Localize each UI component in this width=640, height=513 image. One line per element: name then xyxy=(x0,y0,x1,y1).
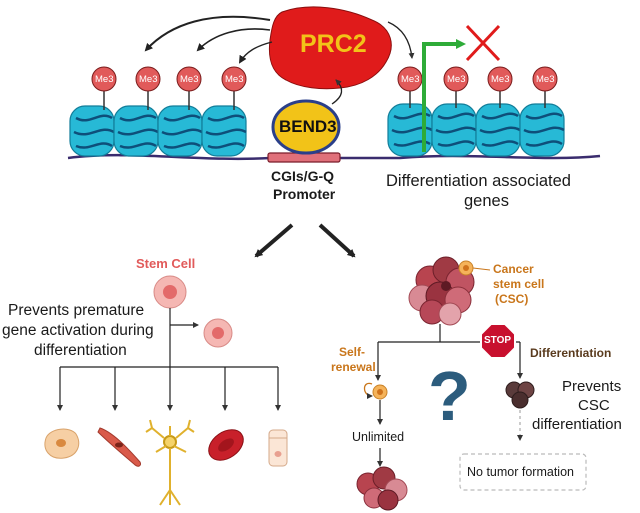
stem-cell-label: Stem Cell xyxy=(136,256,196,271)
cancer-label-line3: (CSC) xyxy=(495,292,529,306)
tumor-mass-icon xyxy=(408,256,475,326)
me3-label-right-1: Me3 xyxy=(401,74,420,85)
me3-label-left-2: Me3 xyxy=(139,74,158,85)
prc2-complex xyxy=(268,6,392,90)
prevents-csc-label-line1: Prevents xyxy=(562,378,622,395)
nucleosome-right-4 xyxy=(519,103,565,157)
cancer-label-line1: Cancer xyxy=(493,262,534,276)
promoter-label-line2: Promoter xyxy=(273,186,336,202)
muscle-cell-icon xyxy=(97,427,141,467)
nucleosome-left-3 xyxy=(157,105,203,157)
stem-lineage-tree xyxy=(57,308,281,411)
me3-label-left-1: Me3 xyxy=(95,74,114,85)
red-blood-cell-icon xyxy=(208,429,244,461)
differentiated-csc-icon xyxy=(505,381,535,409)
stem-cell-self-renewed xyxy=(203,318,233,348)
me3-mark-right-3 xyxy=(487,66,513,108)
self-renewal-label-line1: Self- xyxy=(339,345,366,359)
me3-mark-left-3 xyxy=(176,66,202,110)
prevents-label-line2: gene activation during xyxy=(2,322,154,339)
csc-pointer xyxy=(472,267,491,271)
diff-genes-label-line2: genes xyxy=(464,192,509,210)
arrow-bend3-to-prc2 xyxy=(331,79,343,105)
tumor-formation-icon xyxy=(356,466,408,511)
me3-mark-left-2 xyxy=(135,66,161,110)
prevents-csc-label-line3: differentiation xyxy=(532,416,622,433)
me3-label-right-3: Me3 xyxy=(491,74,510,85)
gene-activation-arrow xyxy=(422,39,466,152)
cancer-stem-cell-icon xyxy=(458,260,474,276)
epidermal-cell-icon xyxy=(268,429,288,467)
me3-mark-right-2 xyxy=(443,66,469,108)
me3-mark-right-4 xyxy=(532,66,558,108)
self-renewal-arrow xyxy=(363,382,373,399)
blocked-x-icon xyxy=(465,24,501,62)
promoter-label-line1: CGIs/G-Q xyxy=(271,168,335,184)
nucleosome-left-1 xyxy=(69,105,115,157)
nucleosome-right-3 xyxy=(475,103,521,157)
nucleosome-left-2 xyxy=(113,105,159,157)
arrow-to-cancer-branch xyxy=(318,223,356,258)
prevents-csc-label-line2: CSC xyxy=(578,397,610,414)
me3-label-right-2: Me3 xyxy=(447,74,466,85)
bend3-label: BEND3 xyxy=(279,117,337,136)
stop-sign-icon xyxy=(480,323,516,359)
question-mark: ? xyxy=(428,357,471,435)
arrow-to-stem-branch xyxy=(254,223,294,258)
me3-mark-left-1 xyxy=(91,66,117,110)
nucleosome-right-2 xyxy=(431,103,477,157)
epithelial-cell-icon xyxy=(44,428,80,459)
arrow-prc2-left-3 xyxy=(238,41,273,64)
me3-label-right-4: Me3 xyxy=(536,74,555,85)
prc2-label: PRC2 xyxy=(300,30,367,58)
stem-cell xyxy=(153,275,187,309)
me3-label-left-4: Me3 xyxy=(225,74,244,85)
arrow-prc2-left-1 xyxy=(144,15,271,52)
unlimited-label: Unlimited xyxy=(352,430,405,444)
bend3-protein xyxy=(271,99,341,155)
cancer-label-line2: stem cell xyxy=(493,277,545,291)
self-renewal-label-line2: renewal xyxy=(331,360,376,374)
stop-sign-label: STOP xyxy=(484,335,512,346)
diff-genes-label-line1: Differentiation associated xyxy=(386,172,571,190)
no-tumor-label: No tumor formation xyxy=(467,465,574,479)
neuron-icon xyxy=(145,419,195,506)
arrow-prc2-right xyxy=(387,21,415,59)
prevents-label-line1: Prevents premature xyxy=(8,302,145,319)
me3-mark-left-4 xyxy=(221,66,247,110)
self-renewed-csc-icon xyxy=(372,384,388,400)
arrow-prc2-left-2 xyxy=(196,28,271,52)
prevents-label-line3: differentiation xyxy=(34,342,127,359)
me3-label-left-3: Me3 xyxy=(180,74,199,85)
differentiation-label: Differentiation xyxy=(530,346,612,360)
nucleosome-left-4 xyxy=(201,105,247,157)
no-tumor-box xyxy=(459,453,587,491)
